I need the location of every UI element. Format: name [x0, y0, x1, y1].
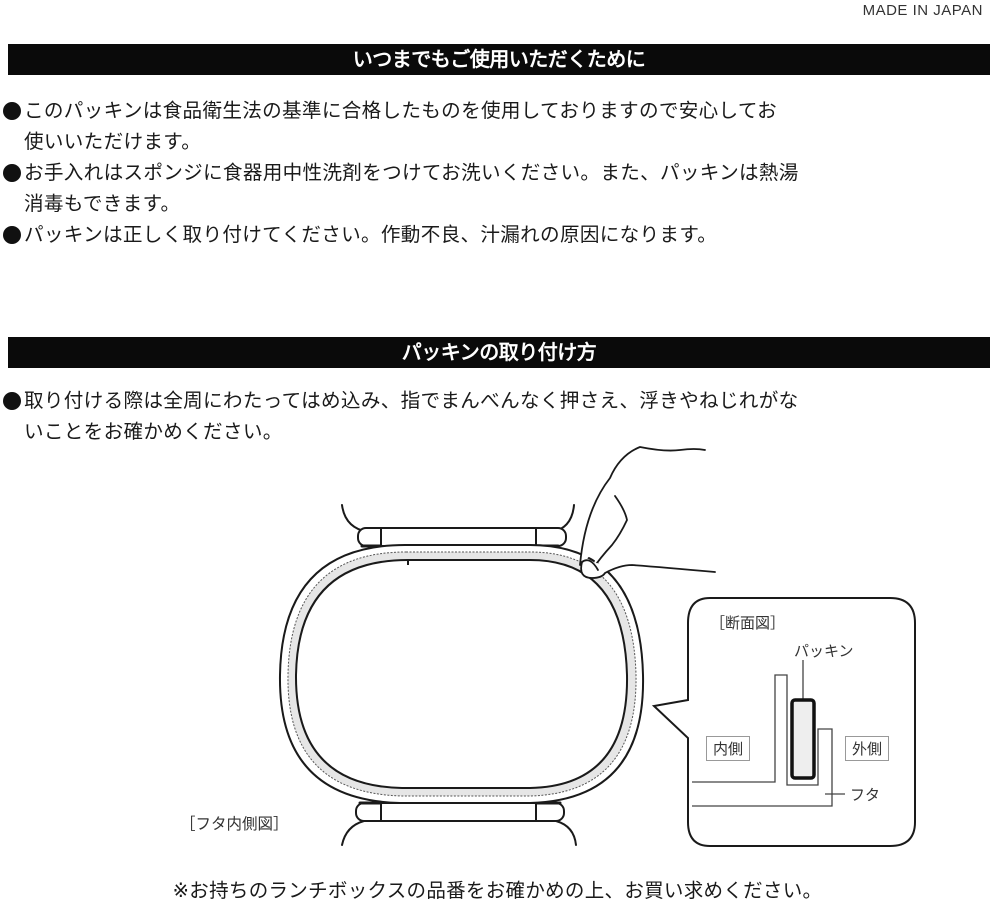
bullet-icon — [3, 164, 21, 182]
list-item-line: 消毒もできます。 — [24, 192, 181, 215]
cross-section-drawing — [692, 660, 845, 807]
bullet-icon — [3, 102, 21, 120]
box-body-bottom-right-curve — [555, 820, 577, 846]
list-item-line: このパッキンは食品衛生法の基準に合格したものを使用しておりますので安心してお — [24, 99, 778, 122]
list-item-line: いことをお確かめください。 — [24, 420, 283, 443]
list-item: パッキンは正しく取り付けてください。作動不良、汁漏れの原因になります。 — [2, 219, 992, 250]
bullet-icon — [3, 392, 21, 410]
box-body-bottom-left-curve — [341, 820, 365, 846]
lid-inner-edge — [294, 559, 629, 789]
packing-label: パッキン — [794, 642, 854, 660]
cross-section-title: ［断面図］ — [710, 614, 786, 632]
section-title-care: いつまでもご使用いただくために — [8, 44, 990, 75]
outer-side-label: 外側 — [845, 736, 890, 761]
list-item: お手入れはスポンジに食器用中性洗剤をつけてお洗いください。また、パッキンは熱湯 … — [2, 157, 992, 219]
purchase-note: ※お持ちのランチボックスの品番をお確かめの上、お買い求めください。 — [172, 879, 823, 902]
made-in-japan-label: MADE IN JAPAN — [862, 2, 983, 19]
lid-inside-view-label: ［フタ内側図］ — [180, 815, 289, 833]
list-item-line: お手入れはスポンジに食器用中性洗剤をつけてお洗いください。また、パッキンは熱湯 — [24, 161, 799, 184]
bullet-icon — [3, 226, 21, 244]
list-item: 取り付ける際は全周にわたってはめ込み、指でまんべんなく押さえ、浮きやねじれがな … — [2, 385, 992, 447]
cross-section-callout — [651, 597, 916, 847]
packing-piece — [790, 698, 816, 780]
installation-instructions-list: 取り付ける際は全周にわたってはめ込み、指でまんべんなく押さえ、浮きやねじれがな … — [2, 385, 992, 447]
care-instructions-list: このパッキンは食品衛生法の基準に合格したものを使用しておりますので安心してお 使… — [2, 95, 992, 250]
hand-icon — [579, 446, 716, 579]
lid-illustration — [278, 446, 916, 847]
inner-side-label: 内側 — [706, 736, 751, 761]
list-item-line: 取り付ける際は全周にわたってはめ込み、指でまんべんなく押さえ、浮きやねじれがな — [24, 389, 799, 412]
section-title-installation: パッキンの取り付け方 — [8, 337, 990, 368]
list-item-line: パッキンは正しく取り付けてください。作動不良、汁漏れの原因になります。 — [24, 223, 718, 246]
list-item: このパッキンは食品衛生法の基準に合格したものを使用しておりますので安心してお 使… — [2, 95, 992, 157]
list-item-line: 使いいただけます。 — [24, 130, 202, 153]
installation-diagram: ［フタ内側図］ ［断面図］ パッキン 内側 外側 フタ — [0, 440, 995, 870]
lid-part-label: フタ — [850, 786, 881, 804]
